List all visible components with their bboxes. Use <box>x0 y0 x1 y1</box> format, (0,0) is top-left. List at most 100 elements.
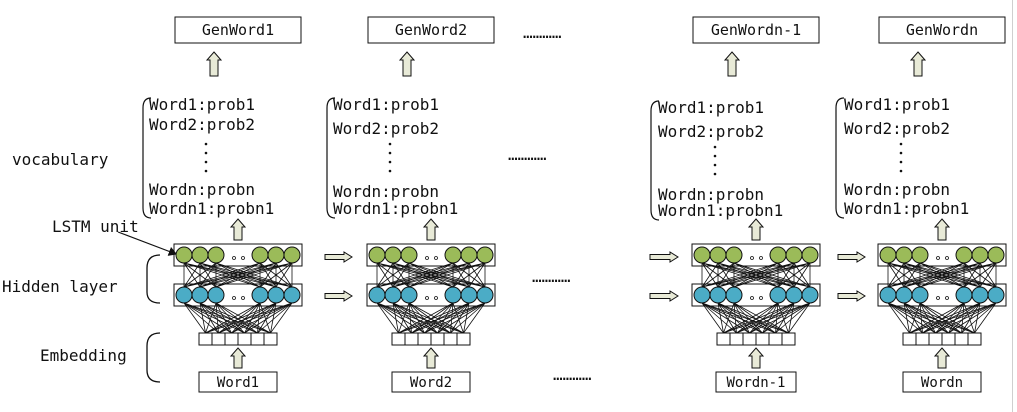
connection-line <box>411 302 470 334</box>
connection-line <box>376 302 464 334</box>
genword-label: GenWordn <box>906 21 978 39</box>
vocab-entry: Wordn:probn <box>658 185 764 204</box>
neuron-node <box>895 286 913 304</box>
recurrent-arrow <box>649 290 679 302</box>
vocab-dot <box>713 163 717 167</box>
connection-line <box>215 262 293 288</box>
connection-line <box>717 302 737 334</box>
connection-line <box>244 302 277 334</box>
neuron-node <box>693 246 711 264</box>
connection-line <box>205 302 261 334</box>
vocab-entry: Wordn1:probn1 <box>658 201 783 220</box>
recurrent-arrow <box>837 251 866 263</box>
connection-line <box>963 302 975 334</box>
connection-line <box>887 302 962 334</box>
neuron-node <box>207 246 225 264</box>
connection-line <box>733 302 789 334</box>
hidden-layer-label: Hidden layer <box>2 277 118 296</box>
input-arrow <box>933 347 951 369</box>
neuron-node <box>368 246 386 264</box>
neuron-node <box>175 286 193 304</box>
ellipsis-dot <box>434 256 438 260</box>
recurrent-arrow <box>837 290 866 302</box>
connection-line <box>183 262 277 288</box>
output-arrow <box>909 51 927 77</box>
vocab-dot <box>899 169 903 173</box>
vocab-dot <box>388 169 392 173</box>
timestep-columns: GenWord1Word1:prob1Word2:prob2Wordn:prob… <box>142 16 1007 393</box>
vocab-entry: Word1:prob1 <box>844 95 950 114</box>
neuron-node <box>460 246 478 264</box>
output-ellipsis: ………… <box>523 23 562 42</box>
connection-line <box>376 302 451 334</box>
ellipsis-dot <box>425 256 429 260</box>
vocab-entry: Word2:prob2 <box>658 122 764 141</box>
connection-line <box>919 302 936 334</box>
connection-line <box>437 302 486 334</box>
neuron-node <box>801 286 819 304</box>
vocab-dot <box>388 142 392 146</box>
vocab-entry: Word1:prob1 <box>658 98 764 117</box>
ellipsis-dot <box>750 256 754 260</box>
connection-line <box>919 302 923 334</box>
embedding-brace <box>146 332 161 383</box>
connection-line <box>398 302 486 334</box>
connection-line <box>974 302 981 334</box>
layer-connections <box>701 262 811 334</box>
output-arrow <box>398 51 416 77</box>
connection-line <box>963 262 997 288</box>
neuron-node <box>769 246 787 264</box>
vocab-entry: Word1:prob1 <box>149 95 255 114</box>
embedding-label: Embedding <box>40 346 127 365</box>
connection-line <box>701 262 795 288</box>
lstm-output-arrow <box>229 218 247 241</box>
recurrent-arrow <box>649 251 679 263</box>
connection-line <box>777 302 789 334</box>
connection-line <box>701 302 750 334</box>
ellipsis-dot <box>945 256 949 260</box>
connection-line <box>788 302 811 334</box>
genword-box <box>692 16 820 44</box>
connection-line <box>450 302 470 334</box>
connection-line <box>392 302 425 334</box>
connection-line <box>463 302 470 334</box>
connection-line <box>215 302 258 334</box>
connection-line <box>935 302 965 334</box>
vocab-dot <box>388 151 392 155</box>
connection-line <box>183 302 245 334</box>
neuron-node <box>251 286 269 304</box>
neuron-node <box>267 286 285 304</box>
connection-line <box>903 302 962 334</box>
input-word-box <box>902 371 982 393</box>
vocab-entry: Wordn1:probn1 <box>149 199 274 218</box>
connection-line <box>408 302 438 334</box>
ellipsis-dot <box>936 296 940 300</box>
ellipsis-dot <box>759 296 763 300</box>
hidden-layer <box>691 283 821 307</box>
connection-line <box>183 262 201 288</box>
connection-line <box>903 302 975 334</box>
connection-line <box>935 302 997 334</box>
connection-line <box>948 302 997 334</box>
connection-line <box>887 302 975 334</box>
lstm-output-arrow <box>747 218 765 241</box>
layer-frame <box>877 283 1007 307</box>
neuron-node <box>955 246 973 264</box>
neuron-node <box>725 286 743 304</box>
vocab-ellipsis: ………… <box>508 145 547 164</box>
neuron-node <box>987 246 1005 264</box>
connection-line <box>887 302 923 334</box>
connection-line <box>736 302 795 334</box>
connection-line <box>183 302 271 334</box>
connection-line <box>961 302 997 334</box>
connection-line <box>376 262 394 288</box>
lstm-layer <box>877 243 1007 267</box>
vocab-brace <box>835 97 845 219</box>
connection-line <box>376 262 486 288</box>
neuron-node <box>191 246 209 264</box>
neuron-node <box>476 246 494 264</box>
input-word-label: Wordn-1 <box>726 375 785 391</box>
vocab-entry: Wordn:probn <box>333 182 439 201</box>
connection-line <box>392 302 464 334</box>
